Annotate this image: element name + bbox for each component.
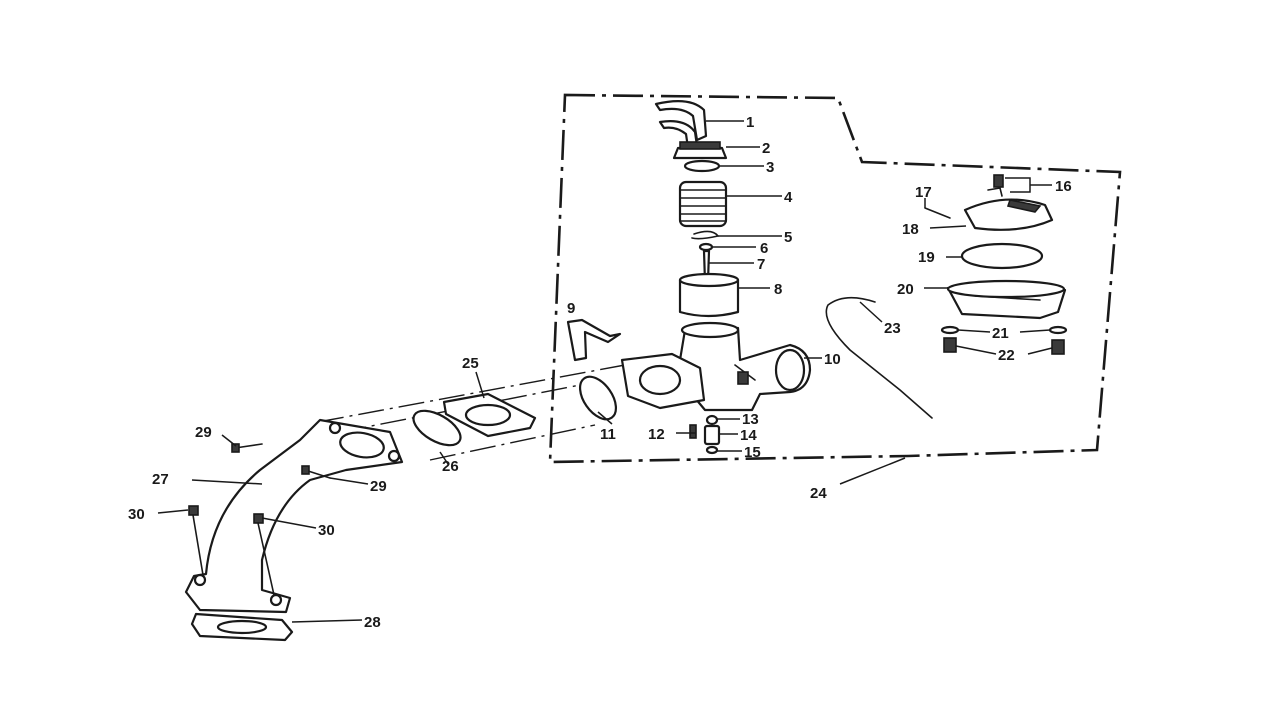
callout-23: 23 — [884, 320, 901, 337]
part-carburetor-body — [620, 321, 812, 412]
part-jet-stack — [703, 414, 721, 455]
callout-28: 28 — [364, 614, 381, 631]
callout-7: 7 — [757, 256, 765, 273]
callout-19: 19 — [918, 249, 935, 266]
part-cap-nut — [672, 141, 728, 160]
callout-14: 14 — [740, 427, 757, 444]
part-screw-12 — [689, 424, 697, 439]
callout-29a: 29 — [195, 424, 212, 441]
part-spring — [678, 180, 728, 228]
callout-11: 11 — [600, 426, 616, 443]
part-manifold-gasket — [190, 612, 294, 642]
part-bracket — [566, 318, 622, 362]
callout-29b: 29 — [370, 478, 387, 495]
part-bowl-screws — [943, 337, 1065, 355]
callout-labels: 1 2 3 4 5 6 7 8 9 10 11 12 13 14 15 16 1… — [128, 114, 1072, 631]
part-needle-clip — [691, 230, 720, 240]
part-washer-21b — [1048, 325, 1068, 335]
callout-27: 27 — [152, 471, 169, 488]
callout-2: 2 — [762, 140, 770, 157]
part-washer-3 — [683, 159, 721, 173]
part-bolts-29 — [231, 443, 331, 479]
part-o-ring-11 — [578, 375, 618, 421]
callout-10: 10 — [824, 351, 841, 368]
callout-9: 9 — [567, 300, 575, 317]
callout-13: 13 — [742, 411, 759, 428]
callout-12: 12 — [648, 426, 665, 443]
part-clip-16 — [987, 174, 1004, 197]
assembly-boundary — [548, 93, 1122, 464]
part-bowl-gasket — [960, 242, 1044, 270]
part-float-bowl — [946, 279, 1067, 320]
part-washer-6 — [698, 242, 714, 252]
callout-22: 22 — [998, 347, 1015, 364]
part-pin-17 — [924, 207, 951, 219]
callout-18: 18 — [902, 221, 919, 238]
part-washer-21a — [940, 325, 960, 335]
callout-8: 8 — [774, 281, 782, 298]
part-throttle-tube — [654, 99, 708, 150]
part-o-ring-26 — [412, 409, 462, 447]
part-overflow-hose — [825, 296, 933, 419]
callout-16: 16 — [1055, 178, 1072, 195]
callout-30a: 30 — [128, 506, 145, 523]
callout-1: 1 — [746, 114, 754, 131]
part-insulator-flange — [442, 392, 537, 438]
part-intake-manifold — [184, 418, 404, 614]
callout-4: 4 — [784, 189, 793, 206]
callout-17: 17 — [915, 184, 932, 201]
part-float-lever — [963, 198, 1054, 231]
leader-lines — [157, 120, 1053, 623]
callout-30b: 30 — [318, 522, 335, 539]
callout-20: 20 — [897, 281, 914, 298]
part-screws-30 — [188, 505, 275, 596]
callout-25: 25 — [462, 355, 479, 372]
callout-3: 3 — [766, 159, 774, 176]
callout-26: 26 — [442, 458, 459, 475]
part-throttle-slide — [678, 272, 740, 318]
callout-15: 15 — [744, 444, 761, 461]
callout-6: 6 — [760, 240, 768, 257]
callout-21: 21 — [992, 325, 1009, 342]
callout-5: 5 — [784, 229, 792, 246]
callout-24: 24 — [810, 485, 827, 502]
